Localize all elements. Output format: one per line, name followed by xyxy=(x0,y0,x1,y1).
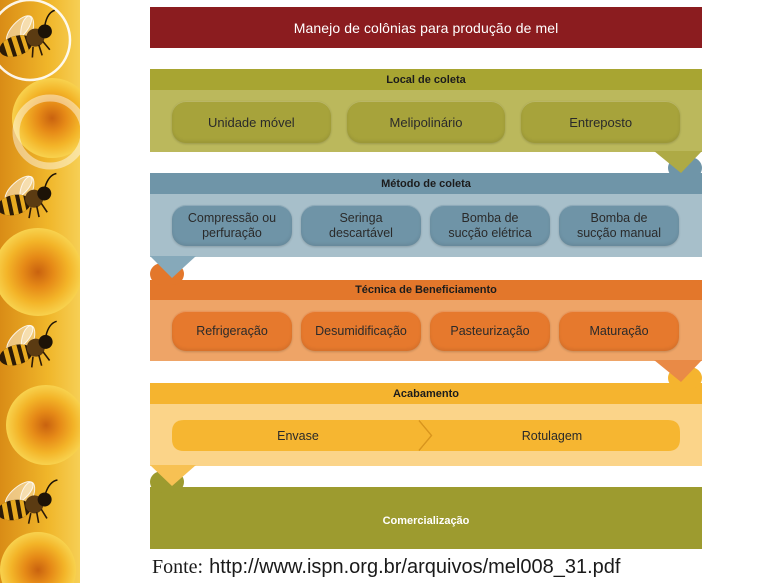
step-label: Entreposto xyxy=(569,114,633,130)
step-label: Bomba de sucção manual xyxy=(576,210,662,240)
step-rotulagem: Rotulagem xyxy=(521,428,583,443)
stage-header: Técnica de Beneficiamento xyxy=(150,280,702,300)
stage-header-label: Técnica de Beneficiamento xyxy=(355,284,497,296)
flower-image xyxy=(6,385,80,465)
step-seringa-descartavel: Seringa descartável xyxy=(301,205,421,246)
step-bomba-succao-manual: Bomba de sucção manual xyxy=(559,205,679,246)
step-melipolinario: Melipolinário xyxy=(346,101,506,143)
finishing-arrows xyxy=(172,420,680,451)
step-entreposto: Entreposto xyxy=(521,101,681,143)
step-label: Desumidificação xyxy=(315,323,407,338)
diagram-title: Manejo de colônias para produção de mel xyxy=(293,19,559,36)
step-label: Refrigeração xyxy=(196,323,268,338)
source-label: Fonte: xyxy=(152,556,204,578)
stage-comercializacao: Comercialização xyxy=(150,487,702,549)
step-label: Bomba de sucção elétrica xyxy=(448,210,532,240)
stage-body: Compressão ou perfuração Seringa descart… xyxy=(150,194,702,257)
step-label: Pasteurização xyxy=(450,323,530,338)
stage-header-label: Acabamento xyxy=(392,387,460,400)
flower-image xyxy=(12,78,80,158)
stage-local-de-coleta: Local de coleta Unidade móvel Melipoliná… xyxy=(150,69,702,152)
decorative-ring xyxy=(12,94,80,170)
step-unidade-movel: Unidade móvel xyxy=(172,101,331,143)
flow-arrow-down-icon xyxy=(654,151,702,173)
stage-header: Local de coleta xyxy=(150,69,702,90)
step-label: Melipolinário xyxy=(389,114,463,130)
stage-header-label: Local de coleta xyxy=(386,73,466,86)
step-desumidificacao: Desumidificação xyxy=(301,311,421,351)
bee-photo-strip xyxy=(0,0,80,583)
stage-body: Refrigeração Desumidificação Pasteurizaç… xyxy=(150,300,702,361)
step-label: Unidade móvel xyxy=(207,114,295,130)
stage-body: Envase Rotulagem xyxy=(150,404,702,466)
flower-image xyxy=(0,228,80,316)
step-rotulagem-shape xyxy=(420,420,680,451)
stage-header: Acabamento xyxy=(150,383,702,404)
flow-arrow-down-icon xyxy=(150,256,196,278)
step-bomba-succao-eletrica: Bomba de sucção elétrica xyxy=(430,205,550,246)
step-envase-shape xyxy=(172,420,432,451)
diagram-title-bar: Manejo de colônias para produção de mel xyxy=(150,7,702,48)
step-label: Maturação xyxy=(589,323,649,338)
step-pasteurizacao: Pasteurização xyxy=(430,311,550,351)
finishing-steps: Envase Rotulagem xyxy=(172,420,680,451)
flower-image xyxy=(0,532,76,583)
decorative-ring xyxy=(0,0,72,82)
step-maturacao: Maturação xyxy=(559,311,679,351)
step-label: Compressão ou perfuração xyxy=(187,210,277,240)
flow-arrow-down-icon xyxy=(150,465,196,486)
source-citation: Fonte:http://www.ispn.org.br/arquivos/me… xyxy=(152,556,620,578)
stage-header-label: Método de coleta xyxy=(381,177,471,190)
stage-tecnica-de-beneficiamento: Técnica de Beneficiamento Refrigeração D… xyxy=(150,280,702,361)
stage-body: Unidade móvel Melipolinário Entreposto xyxy=(150,90,702,152)
stage-header: Método de coleta xyxy=(150,173,702,194)
bee-photo-collage xyxy=(0,0,80,583)
flow-arrow-down-icon xyxy=(654,360,702,382)
source-url: http://www.ispn.org.br/arquivos/mel008_3… xyxy=(209,556,621,578)
step-compressao-ou-perfuracao: Compressão ou perfuração xyxy=(172,205,292,246)
stage-acabamento: Acabamento Envase Rotulagem xyxy=(150,383,702,466)
stage-header-label: Comercialização xyxy=(382,514,470,527)
arrow-right-icon xyxy=(418,420,433,451)
stage-metodo-de-coleta: Método de coleta Compressão ou perfuraçã… xyxy=(150,173,702,257)
step-envase: Envase xyxy=(277,428,319,443)
step-refrigeracao: Refrigeração xyxy=(172,311,292,351)
step-label: Seringa descartável xyxy=(329,210,393,240)
